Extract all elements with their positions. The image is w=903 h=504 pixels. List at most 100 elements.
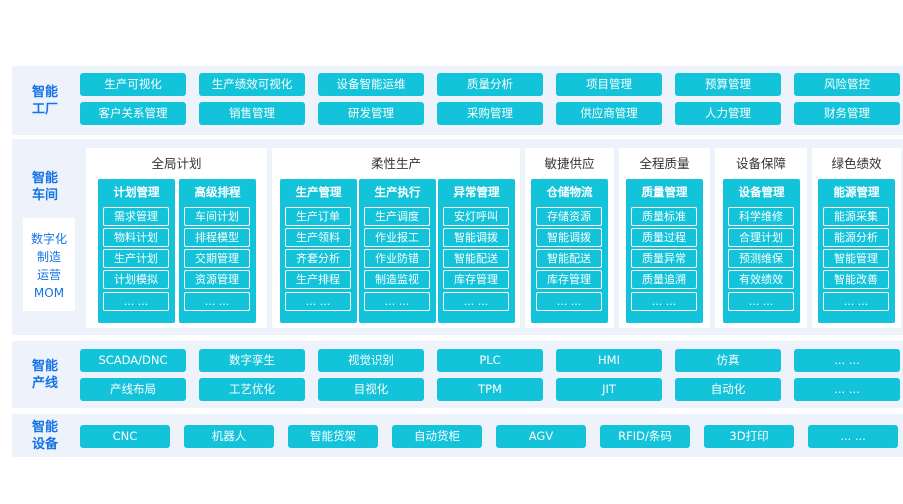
factory-module-button[interactable]: 采购管理 <box>437 102 543 125</box>
column-item-button[interactable]: 智能配送 <box>536 249 602 268</box>
factory-label: 智能 工厂 <box>31 85 58 117</box>
column-item-button[interactable]: 合理计划 <box>728 228 794 247</box>
factory-module-button[interactable]: 生产可视化 <box>80 73 186 96</box>
column-item-button[interactable]: 库存管理 <box>536 270 602 289</box>
column-title: 仓储物流 <box>546 185 593 199</box>
column-item-button[interactable]: 质量追溯 <box>631 270 697 289</box>
group-title: 柔性生产 <box>370 156 421 171</box>
column-item-button[interactable]: 需求管理 <box>103 207 169 226</box>
line-module-button[interactable]: 视觉识别 <box>318 349 424 372</box>
column-item-button[interactable]: 作业报工 <box>364 228 430 247</box>
column-item-button[interactable]: ... ... <box>443 292 509 311</box>
factory-module-button[interactable]: 预算管理 <box>675 73 781 96</box>
line-module-button[interactable]: JIT <box>556 378 662 401</box>
module-column: 仓储物流存储资源智能调拨智能配送库存管理 ... ... <box>531 179 608 323</box>
line-module-button[interactable]: SCADA/DNC <box>80 349 186 372</box>
column-item-button[interactable]: ... ... <box>103 292 169 311</box>
column-item-button[interactable]: 能源分析 <box>823 228 889 247</box>
line-module-button[interactable]: 仿真 <box>675 349 781 372</box>
line-module-button[interactable]: PLC <box>437 349 543 372</box>
column-item-button[interactable]: 质量异常 <box>631 249 697 268</box>
factory-module-button[interactable]: 风险管控 <box>794 73 900 96</box>
column-item-button[interactable]: ... ... <box>823 292 889 311</box>
column-item-button[interactable]: 生产计划 <box>103 249 169 268</box>
column-item-button[interactable]: 生产排程 <box>285 270 351 289</box>
column-item-button[interactable]: 制造监视 <box>364 270 430 289</box>
factory-module-button[interactable]: 人力管理 <box>675 102 781 125</box>
column-title: 异常管理 <box>453 185 500 199</box>
group-title: 设备保障 <box>735 156 786 171</box>
column-item-button[interactable]: 齐套分析 <box>285 249 351 268</box>
column-item-button[interactable]: ... ... <box>536 292 602 311</box>
column-item-button[interactable]: 计划模拟 <box>103 270 169 289</box>
line-module-button[interactable]: TPM <box>437 378 543 401</box>
column-item-button[interactable]: 科学维修 <box>728 207 794 226</box>
group-title: 敏捷供应 <box>544 156 595 171</box>
column-item-button[interactable]: 有效绩效 <box>728 270 794 289</box>
equipment-module-button[interactable]: RFID/条码 <box>600 425 690 448</box>
equipment-module-button[interactable]: 机器人 <box>184 425 274 448</box>
factory-module-button[interactable]: 设备智能运维 <box>318 73 424 96</box>
line-module-button[interactable]: ... ... <box>794 378 900 401</box>
line-module-button[interactable]: 产线布局 <box>80 378 186 401</box>
module-column: 生产执行生产调度作业报工作业防错制造监视... ... <box>359 179 436 323</box>
line-module-button[interactable]: ... ... <box>794 349 900 372</box>
factory-module-button[interactable]: 生产绩效可视化 <box>199 73 305 96</box>
equipment-module-button[interactable]: 自动货柜 <box>392 425 482 448</box>
column-item-button[interactable]: 智能调拨 <box>443 228 509 247</box>
column-item-button[interactable]: 智能配送 <box>443 249 509 268</box>
column-item-button[interactable]: 作业防错 <box>364 249 430 268</box>
column-item-button[interactable]: 车间计划 <box>184 207 250 226</box>
column-item-button[interactable]: 排程模型 <box>184 228 250 247</box>
column-item-button[interactable]: 智能调拨 <box>536 228 602 247</box>
column-item-button[interactable]: 库存管理 <box>443 270 509 289</box>
workshop-group: 绿色绩效能源管理能源采集能源分析智能管理智能改善... ... <box>812 148 901 328</box>
factory-module-button[interactable]: 财务管理 <box>794 102 900 125</box>
equipment-module-button[interactable]: ... ... <box>808 425 898 448</box>
column-item-button[interactable]: 质量标准 <box>631 207 697 226</box>
equipment-module-button[interactable]: AGV <box>496 425 586 448</box>
factory-module-button[interactable]: 质量分析 <box>437 73 543 96</box>
column-item-button[interactable]: 智能改善 <box>823 270 889 289</box>
factory-module-button[interactable]: 客户关系管理 <box>80 102 186 125</box>
line-module-button[interactable]: 工艺优化 <box>199 378 305 401</box>
column-item-button[interactable]: 生产调度 <box>364 207 430 226</box>
column-title: 能源管理 <box>833 185 880 199</box>
column-title: 计划管理 <box>113 185 160 199</box>
group-title: 全程质量 <box>639 156 690 171</box>
column-item-button[interactable]: 能源采集 <box>823 207 889 226</box>
column-item-button[interactable]: 智能管理 <box>823 249 889 268</box>
line-module-button[interactable]: 目视化 <box>318 378 424 401</box>
column-item-button[interactable]: ... ... <box>364 292 430 311</box>
column-item-button[interactable]: ... ... <box>285 292 351 311</box>
column-item-button[interactable]: ... ... <box>728 292 794 311</box>
equipment-module-button[interactable]: 智能货架 <box>288 425 378 448</box>
line-module-button[interactable]: 自动化 <box>675 378 781 401</box>
column-item-button[interactable]: ... ... <box>184 292 250 311</box>
module-column: 生产管理生产订单生产领料齐套分析生产排程... ... <box>280 179 357 323</box>
factory-module-button[interactable]: 供应商管理 <box>556 102 662 125</box>
factory-module-button[interactable]: 销售管理 <box>199 102 305 125</box>
equipment-module-button[interactable]: 3D打印 <box>704 425 794 448</box>
line-label: 智能 产线 <box>31 359 58 391</box>
factory-module-button[interactable]: 项目管理 <box>556 73 662 96</box>
factory-module-button[interactable]: 研发管理 <box>318 102 424 125</box>
column-item-button[interactable]: ... ... <box>631 292 697 311</box>
column-item-button[interactable]: 资源管理 <box>184 270 250 289</box>
line-module-button[interactable]: HMI <box>556 349 662 372</box>
workshop-group: 设备保障设备管理科学维修合理计划预测维保有效绩效 ... ... <box>715 148 807 328</box>
column-item-button[interactable]: 交期管理 <box>184 249 250 268</box>
column-item-button[interactable]: 预测维保 <box>728 249 794 268</box>
column-item-button[interactable]: 安灯呼叫 <box>443 207 509 226</box>
column-item-button[interactable]: 生产订单 <box>285 207 351 226</box>
column-item-button[interactable]: 生产领料 <box>285 228 351 247</box>
equipment-module-button[interactable]: CNC <box>80 425 170 448</box>
column-item-button[interactable]: 物料计划 <box>103 228 169 247</box>
module-column: 能源管理能源采集能源分析智能管理智能改善 ... ... <box>818 179 895 323</box>
column-item-button[interactable]: 存储资源 <box>536 207 602 226</box>
workshop-group: 柔性生产生产管理生产订单生产领料齐套分析生产排程... ...生产执行生产调度作… <box>272 148 520 328</box>
line-module-button[interactable]: 数字孪生 <box>199 349 305 372</box>
column-item-button[interactable]: 质量过程 <box>631 228 697 247</box>
column-title: 设备管理 <box>738 185 785 199</box>
module-column: 高级排程车间计划排程模型交期管理资源管理... ... <box>179 179 256 323</box>
